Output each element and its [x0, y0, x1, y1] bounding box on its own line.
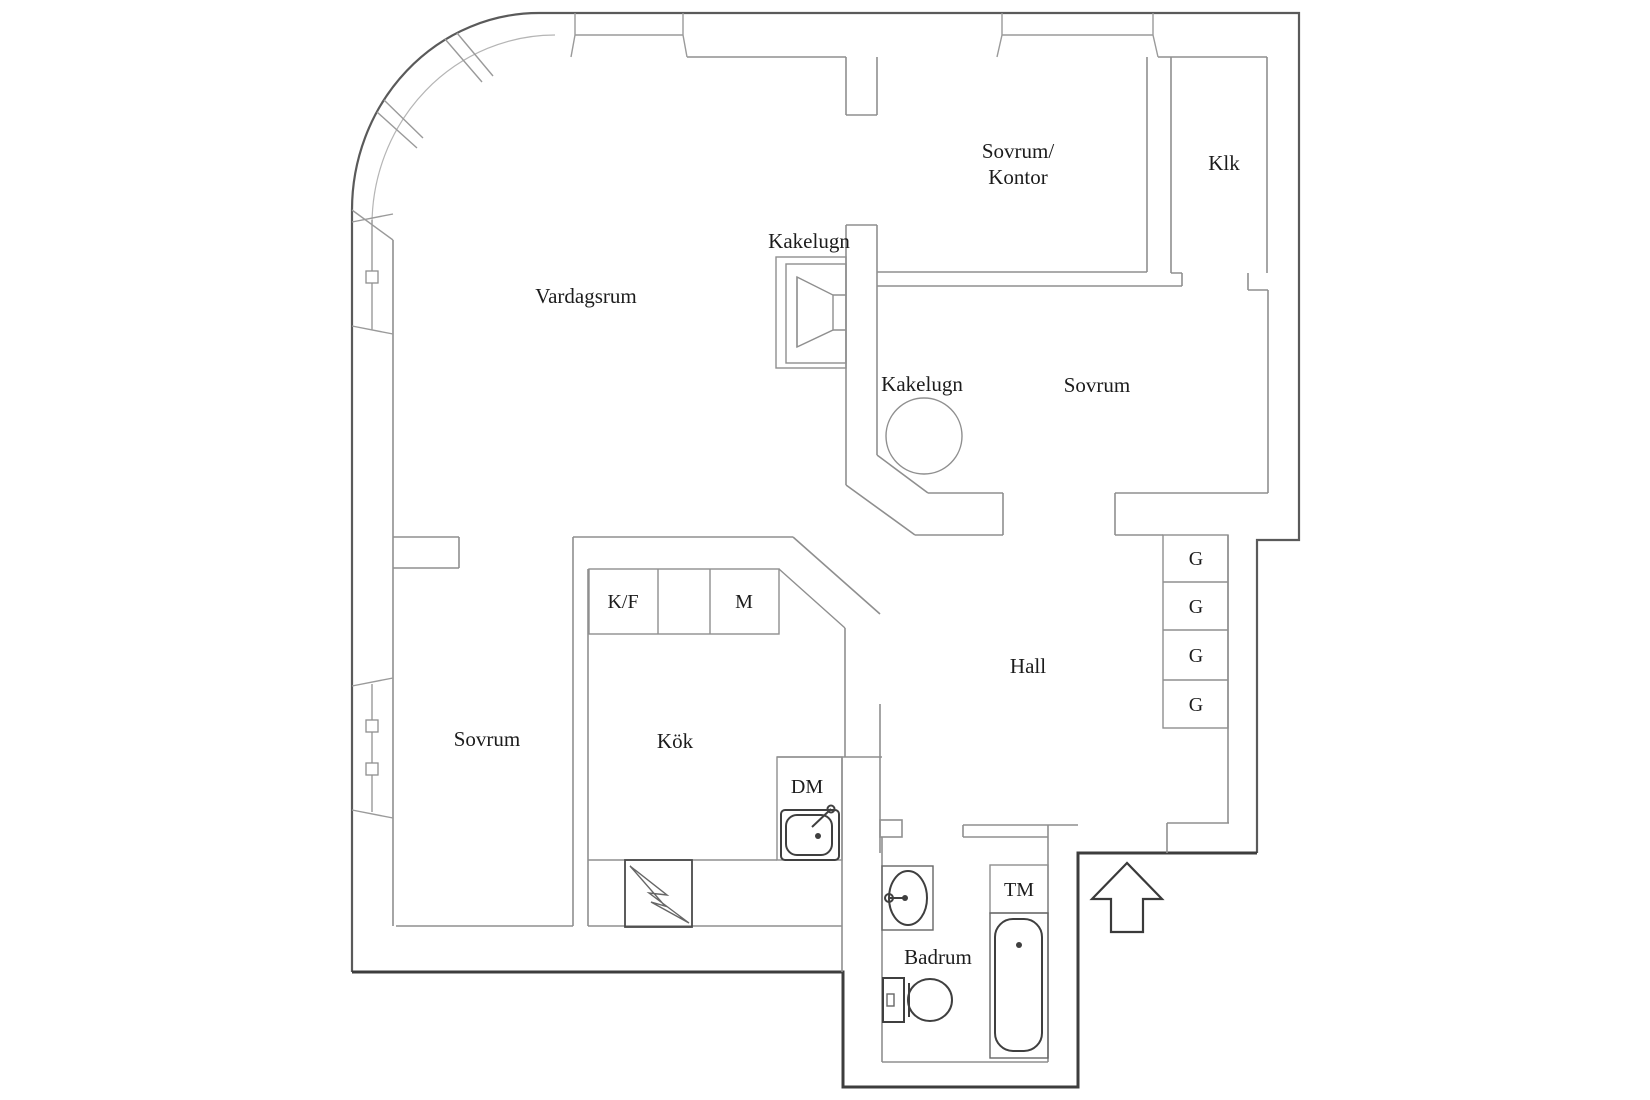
wall-top-inner — [687, 56, 878, 116]
window-curved-glass — [371, 34, 556, 226]
window-handle-icon — [365, 270, 379, 284]
washbasin-icon — [881, 865, 934, 931]
fixture-label-wardrobe-4: G — [1189, 694, 1203, 716]
windows — [351, 13, 1159, 819]
toilet-icon — [882, 977, 953, 1023]
room-label-klk: Klk — [1208, 151, 1240, 175]
entrance-arrow-icon — [1089, 861, 1165, 934]
wall-klk — [1146, 56, 1268, 291]
wall-badrum — [881, 824, 1078, 1063]
exterior-walls — [350, 11, 1301, 1089]
wall-stub-vardagsrum-sovrum — [393, 536, 460, 569]
fixture-label-kakelugn-sovrum: Kakelugn — [881, 372, 963, 396]
window-handle-icon — [365, 719, 379, 733]
tiled-stove-sovrum-icon — [885, 397, 963, 475]
room-label-badrum: Badrum — [904, 945, 972, 969]
badrum-door-jamb-post — [879, 819, 903, 838]
stove-icon — [624, 859, 693, 928]
exterior-wall-bottom — [352, 851, 1257, 1089]
room-label-hall: Hall — [1010, 654, 1046, 678]
window-curved-mullions — [351, 32, 494, 241]
fixture-label-wardrobe-2: G — [1189, 596, 1203, 618]
window-sovrum-kontor — [996, 13, 1159, 58]
wall-left-inner — [392, 240, 573, 927]
fixture-label-fridge-freezer: K/F — [607, 591, 638, 613]
fixture-label-micro: M — [735, 591, 753, 613]
room-label-sovrum-kontor-line1: Sovrum/ — [982, 139, 1055, 163]
room-label-sovrum-right: Sovrum — [1064, 373, 1131, 397]
room-label-kok: Kök — [657, 729, 694, 753]
fixtures — [588, 256, 1229, 1059]
kitchen-cabinets — [588, 568, 846, 635]
tiled-stove-vardagsrum-icon — [775, 256, 847, 369]
room-label-sovrum-kontor-line2: Kontor — [988, 165, 1048, 189]
exterior-wall-outline — [350, 11, 1301, 972]
labels: Vardagsrum Sovrum/ Kontor Klk Sovrum Hal… — [454, 139, 1241, 969]
fixture-label-wardrobe-3: G — [1189, 645, 1203, 667]
window-left-sovrum — [351, 677, 394, 819]
wall-sovrumkontor-south — [877, 271, 1182, 287]
window-handle-icon — [365, 762, 379, 776]
fixture-label-washing-machine: TM — [1004, 879, 1034, 901]
kitchen-sink-icon — [780, 804, 840, 861]
bathtub-icon — [989, 912, 1049, 1059]
window-top-vardagsrum — [570, 13, 688, 58]
wall-sovrum-right — [1114, 290, 1269, 536]
room-label-vardagsrum: Vardagsrum — [535, 284, 636, 308]
wardrobe-closets — [1162, 534, 1229, 729]
fixture-label-wardrobe-1: G — [1189, 548, 1203, 570]
fixture-label-kakelugn-vardagsrum: Kakelugn — [768, 229, 850, 253]
room-label-sovrum-left: Sovrum — [454, 727, 521, 751]
fixture-label-dishwasher: DM — [791, 776, 823, 798]
